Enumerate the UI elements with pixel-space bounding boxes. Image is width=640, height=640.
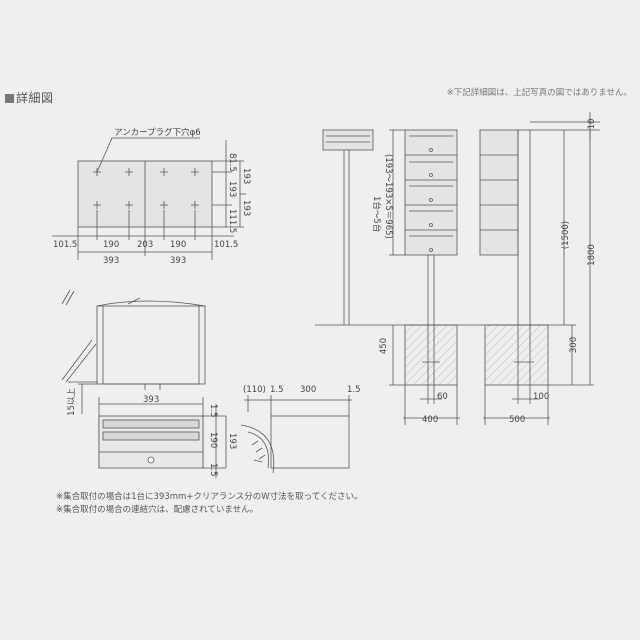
front-dim-total: 193 <box>227 433 237 449</box>
concrete-footing-right <box>484 324 549 386</box>
anchor-dim-bottom-1: 101.5 <box>53 240 77 250</box>
cap-thickness-dim: 10 <box>587 119 597 130</box>
side-stand-view <box>470 112 600 425</box>
single-stand-view <box>315 129 395 326</box>
pole-width-dim: 60 <box>437 392 448 402</box>
front-dim-right-2: 190 <box>208 432 218 448</box>
anchor-dim-total-2: 393 <box>170 256 186 266</box>
side-dim-top-4: 1.5 <box>347 385 361 395</box>
stacked-stand-view <box>389 129 470 425</box>
box-body-outline <box>96 305 206 385</box>
anchor-dim-right-inner-1: 81.5 <box>227 153 237 172</box>
above-ground-dim: (1500) <box>561 221 571 249</box>
section-title-text: 詳細図 <box>16 91 54 105</box>
front-flap-bottom <box>102 431 200 441</box>
side-stacked-boxes <box>479 129 519 256</box>
note-1: ※集合取付の場合は1台に393mm+クリアランス分のW寸法を取ってください。 <box>56 492 363 502</box>
anchor-leader-line <box>96 137 113 173</box>
overall-height-dim: 1800 <box>587 244 597 266</box>
anchor-dim-total-1: 393 <box>103 256 119 266</box>
side-body-outline <box>270 415 350 469</box>
anchor-dim-bottom-4: 190 <box>170 240 186 250</box>
side-dim-top-2: 1.5 <box>270 385 284 395</box>
stand-top-box <box>322 129 374 151</box>
anchor-dim-right-outer-1: 193 <box>241 168 251 184</box>
box-front-view <box>78 383 227 478</box>
anchor-plate-view <box>52 137 246 260</box>
front-flap-top <box>102 419 200 429</box>
side-dim-top-3: 300 <box>300 385 316 395</box>
anchor-dim-right-inner-2: 193 <box>227 181 237 197</box>
wall-mark-left <box>61 289 71 305</box>
section-title: 詳細図 <box>5 89 54 106</box>
box-perspective-view <box>61 289 206 390</box>
stacked-boxes <box>404 129 458 256</box>
anchor-dim-right-inner-3: 111.5 <box>227 209 237 233</box>
side-pole-width-dim: 100 <box>533 392 549 402</box>
front-width-dim: 393 <box>143 395 159 405</box>
note-2: ※集合取付の場合の連結穴は、配慮されていません。 <box>56 505 259 515</box>
front-side-dim: 15以上 <box>67 388 77 416</box>
front-dim-right-1: 1.5 <box>208 404 218 418</box>
stack-height-calc: (193～193×5＝965) <box>383 154 393 239</box>
key-lock-icon <box>147 456 155 464</box>
side-dim-top-1: (110) <box>243 385 266 395</box>
footing-depth-dim: 450 <box>379 338 389 354</box>
footing-depth-right-dim: 300 <box>569 337 579 353</box>
mount-bracket <box>61 339 93 381</box>
footing-width-left-dim: 400 <box>422 415 438 425</box>
anchor-hole-label: アンカープラグ下穴φ6 <box>114 127 201 138</box>
anchor-dim-bottom-2: 190 <box>103 240 119 250</box>
flap-swing-arc <box>240 424 275 474</box>
box-side-view <box>240 395 352 474</box>
front-dim-right-3: 1.5 <box>208 463 218 477</box>
footing-width-right-dim: 500 <box>509 415 525 425</box>
anchor-dim-bottom-3: 203 <box>137 240 153 250</box>
anchor-dim-bottom-5: 101.5 <box>214 240 238 250</box>
anchor-dim-right-outer-2: 193 <box>241 200 251 216</box>
title-square-icon <box>5 94 14 103</box>
concrete-footing-left <box>404 324 458 386</box>
top-note: ※下記詳細図は、上記写真の図ではありません。 <box>446 88 632 98</box>
stack-count-label: 1台～5台 <box>371 196 382 232</box>
